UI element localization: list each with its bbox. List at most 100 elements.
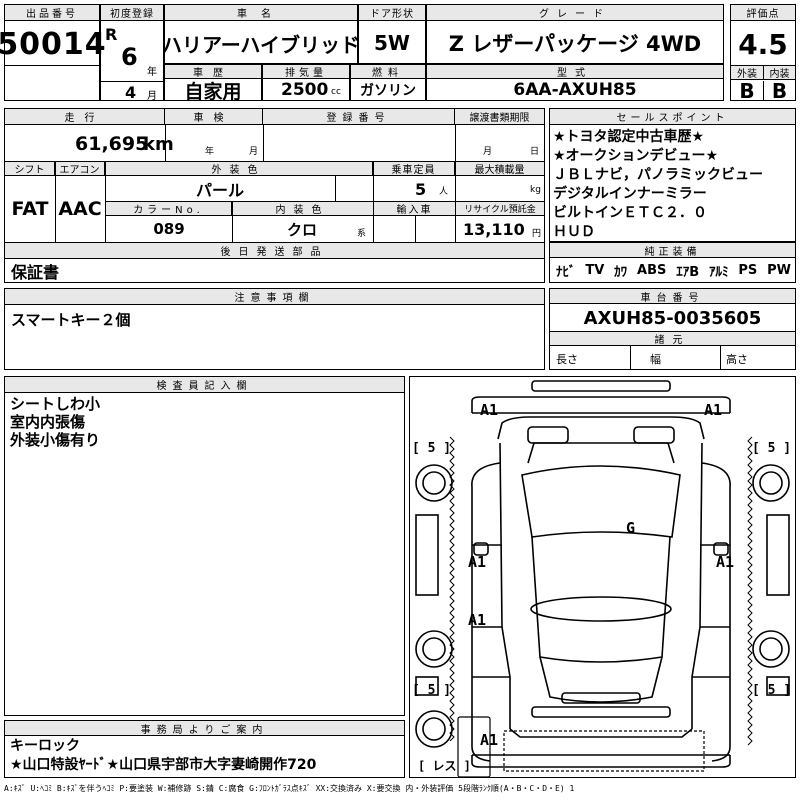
exterior-score-label: 外装: [731, 66, 764, 80]
chassis-label: 車台番号: [550, 289, 795, 304]
transfer-day-unit: 日: [530, 146, 540, 157]
mark-windshield: G: [626, 519, 636, 537]
interior-score-label: 内装: [764, 66, 795, 80]
shift-label: シフト: [5, 162, 55, 176]
recycle-unit: 円: [532, 228, 542, 239]
equipment-list: ﾅﾋﾞ TV ｶﾜ ABS ｴｱB ｱﾙﾐ PS PW: [556, 259, 791, 282]
era-label: R: [105, 24, 118, 44]
inspector-line: 室内内張傷: [10, 413, 86, 431]
exterior-color: パール: [195, 181, 244, 200]
door-label: ドア形状: [359, 5, 425, 21]
car-name: ハリアーハイブリッド: [162, 32, 360, 57]
mark-front-door-left: A1: [468, 553, 487, 571]
tire-rear-right: [ 5 ]: [752, 683, 792, 698]
grade-label: グレード: [427, 5, 723, 21]
first-registration-box: 初度登録 R 6 年 4 月: [100, 4, 164, 102]
sales-point-label: セールスポイント: [550, 109, 795, 125]
spec-height: 高さ: [726, 353, 748, 366]
inspector-notes: シートしわ小 室内内張傷 外装小傷有り: [10, 395, 100, 449]
first-registration-label: 初度登録: [101, 5, 163, 21]
sales-point-line: デジタルインナーミラー: [553, 186, 707, 202]
chassis-number: AXUH85-0035605: [583, 307, 762, 329]
max-load-unit: kg: [530, 185, 541, 195]
fuel: ガソリン: [360, 83, 416, 99]
car-name-box: 車名 ハリアーハイブリッド: [162, 4, 360, 64]
tire-front-left: [ 5 ]: [412, 441, 452, 456]
mark-front-door-right: A1: [716, 553, 735, 571]
equipment-item: PS: [738, 263, 758, 278]
history-label: 車歴: [165, 65, 261, 79]
sales-point-line: ＨＵＤ: [553, 224, 595, 240]
model-label: 型式: [427, 65, 723, 79]
transfer-month-unit: 月: [483, 146, 493, 157]
recycle-deposit: 13,110: [463, 219, 525, 239]
interior-color: クロ: [287, 220, 318, 239]
mark-rear-bumper: A1: [480, 731, 499, 749]
equipment-item: ｱﾙﾐ: [709, 265, 729, 280]
equipment-item: TV: [585, 263, 605, 278]
door-type: 5W: [374, 31, 410, 55]
score: 4.5: [738, 27, 788, 61]
car-outline: [415, 380, 790, 777]
spec-width: 幅: [650, 353, 661, 366]
month-unit: 月: [147, 90, 157, 102]
office-notes: キーロック ★山口特設ﾔｰﾄﾞ★山口県宇部市大字妻崎開作720: [10, 737, 316, 775]
grade-box: グレード Z レザーパッケージ 4WD: [426, 4, 724, 64]
equipment-item: ｶﾜ: [614, 265, 628, 280]
interior-color-unit: 系: [357, 228, 367, 239]
capacity-label: 乗車定員: [373, 162, 455, 176]
equipment-item: ABS: [637, 263, 667, 278]
equipment-item: PW: [767, 263, 791, 278]
tire-front-right: [ 5 ]: [752, 441, 792, 456]
capacity-unit: 人: [439, 186, 449, 197]
notes-box: 注意事項欄 スマートキー２個: [4, 288, 545, 370]
capacity: 5: [415, 179, 427, 199]
office-line: ★山口特設ﾔｰﾄﾞ★山口県宇部市大字妻崎開作720: [10, 757, 317, 773]
office-label: 事務局よりご案内: [5, 721, 404, 736]
sales-point-line: ＪＢＬナビ，パノラミックビュー: [553, 167, 763, 183]
mileage-label: 走行: [5, 109, 165, 125]
registration-year: 6: [121, 43, 138, 71]
spec-length: 長さ: [556, 353, 578, 366]
door-box: ドア形状 5W: [358, 4, 426, 64]
sales-point-list: ★トヨタ認定中古車歴★ ★オークションデビュー★ ＪＢＬナビ，パノラミックビュー…: [553, 128, 763, 242]
sales-point-line: ★オークションデビュー★: [553, 148, 719, 164]
equipment-label: 純正装備: [550, 243, 795, 258]
shift: FAT: [11, 198, 49, 220]
displacement: 2500: [281, 80, 329, 100]
lot-number: 50014: [0, 26, 107, 62]
equipment-item: ｴｱB: [676, 265, 700, 280]
tire-rear-left: [ 5 ]: [412, 683, 452, 698]
inspector-box: 検査員記入欄 シートしわ小 室内内張傷 外装小傷有り: [4, 376, 405, 716]
fuel-label: 燃料: [351, 65, 425, 79]
inspection-year-unit: 年: [205, 146, 215, 157]
displacement-unit: cc: [331, 87, 341, 97]
notes-text: スマートキー２個: [11, 310, 131, 329]
office-box: 事務局よりご案内 キーロック ★山口特設ﾔｰﾄﾞ★山口県宇部市大字妻崎開作720: [4, 720, 405, 778]
sales-point-box: セールスポイント ★トヨタ認定中古車歴★ ★オークションデビュー★ ＪＢＬナビ，…: [549, 108, 796, 242]
plate-label: 登録番号: [263, 109, 455, 125]
lot-number-label: 出品番号: [5, 5, 99, 21]
inspection-month-unit: 月: [249, 146, 259, 157]
vehicle-info-box: 走行 車検 登録番号 譲渡書類期限 61,695 km 年 月 月 日 シフト …: [4, 108, 545, 283]
history: 自家用: [184, 80, 242, 103]
interior-score: B: [771, 79, 788, 103]
history-box: 車歴 自家用: [164, 64, 262, 103]
office-line: キーロック: [10, 738, 80, 754]
later-parts-label: 後日発送部品: [5, 243, 544, 259]
score-box: 評価点 4.5 外装 内装 B B: [730, 4, 796, 103]
model-box: 型式 6AA-AXUH85: [426, 64, 724, 101]
registration-month: 4: [125, 82, 137, 102]
inspector-line: シートしわ小: [10, 395, 101, 413]
year-unit: 年: [147, 66, 157, 78]
mark-front-bumper-left: A1: [480, 401, 499, 419]
exterior-score: B: [731, 79, 764, 103]
sales-point-line: ★トヨタ認定中古車歴★: [553, 129, 705, 145]
recycle-deposit-label: リサイクル預託金: [456, 202, 544, 216]
transfer-deadline-label: 譲渡書類期限: [455, 109, 544, 125]
fuel-box: 燃料 ガソリン: [350, 64, 426, 101]
interior-color-label: 内装色: [232, 202, 373, 216]
color-number: 089: [153, 220, 185, 238]
displacement-box: 排気量 2500 cc: [262, 64, 350, 101]
mark-rear-door-left: A1: [468, 611, 487, 629]
